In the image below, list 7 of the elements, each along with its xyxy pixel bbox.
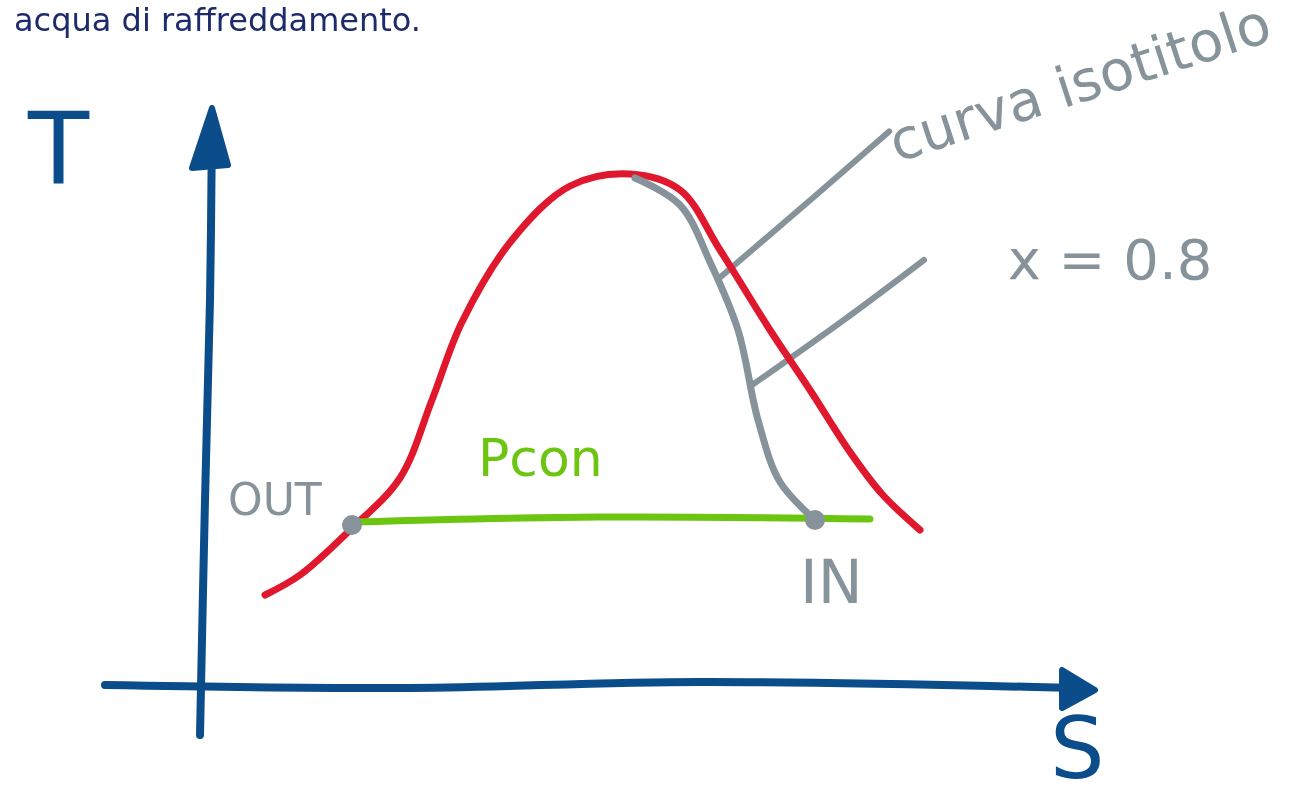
- outlet-label: OUT: [228, 478, 322, 522]
- body-text: acqua di raffreddamento.: [14, 4, 421, 36]
- inlet-label: IN: [800, 552, 863, 612]
- axis-label: S: [1050, 705, 1105, 791]
- pressure-label: Pcon: [478, 432, 603, 484]
- axis-label: T: [28, 100, 90, 200]
- quality-annotation: x = 0.8: [930, 232, 1290, 288]
